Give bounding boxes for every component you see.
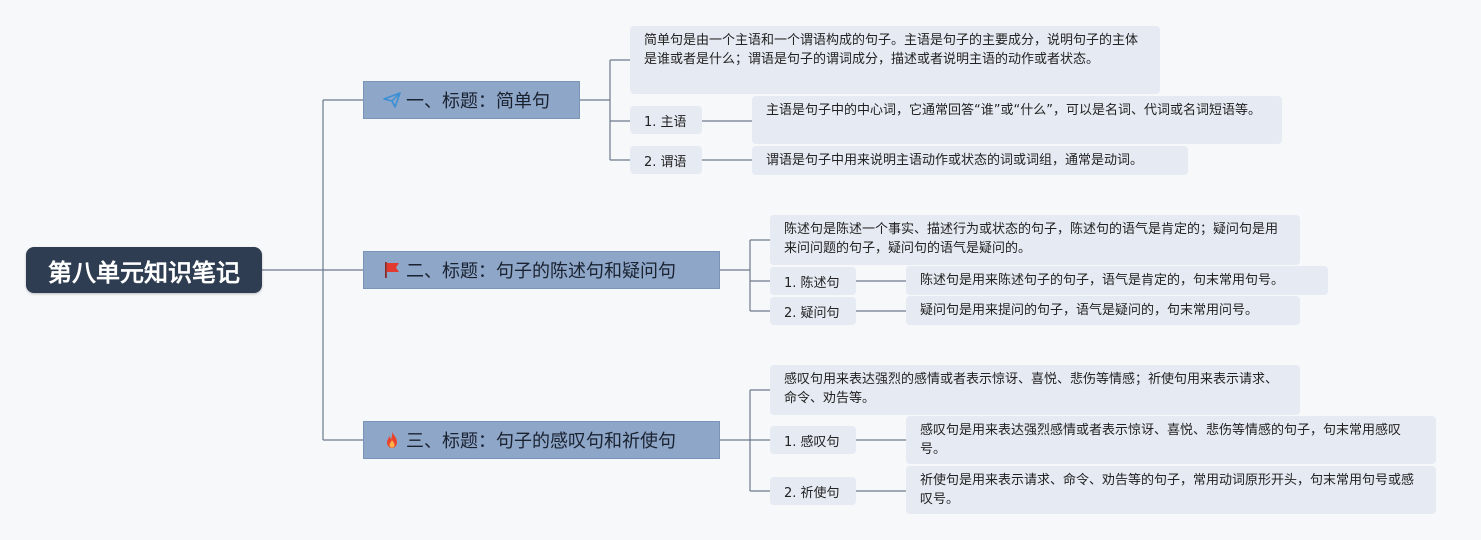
detail-text: 主语是句子中的中心词，它通常回答“谁”或“什么”，可以是名词、代词或名词短语等。	[766, 103, 1261, 118]
subtopic-text: 1. 主语	[644, 114, 687, 130]
branch-topic-exclamatory-imperative[interactable]: 三、标题：句子的感叹句和祈使句	[363, 421, 720, 459]
detail-note[interactable]: 主语是句子中的中心词，它通常回答“谁”或“什么”，可以是名词、代词或名词短语等。	[752, 96, 1282, 144]
root-title: 第八单元知识笔记	[48, 258, 240, 287]
subtopic-text: 2. 谓语	[644, 154, 687, 170]
subtopic-text: 2. 疑问句	[784, 305, 840, 321]
summary-text: 感叹句用来表达强烈的感情或者表示惊讶、喜悦、悲伤等情感；祈使句用来表示请求、命令…	[784, 372, 1279, 406]
subtopic-label[interactable]: 1. 陈述句	[770, 267, 856, 295]
branch-title: 三、标题：句子的感叹句和祈使句	[406, 431, 676, 452]
detail-text: 疑问句是用来提问的句子，语气是疑问的，句末常用问号。	[920, 303, 1259, 318]
paper-plane-icon	[382, 90, 402, 110]
detail-note[interactable]: 陈述句是用来陈述句子的句子，语气是肯定的，句末常用句号。	[906, 266, 1328, 295]
red-flag-icon	[382, 260, 402, 280]
summary-note[interactable]: 感叹句用来表达强烈的感情或者表示惊讶、喜悦、悲伤等情感；祈使句用来表示请求、命令…	[770, 365, 1300, 415]
detail-text: 祈使句是用来表示请求、命令、劝告等的句子，常用动词原形开头，句末常用句号或感叹号…	[920, 473, 1415, 507]
detail-note[interactable]: 感叹句是用来表达强烈感情或者表示惊讶、喜悦、悲伤等情感的句子，句末常用感叹号。	[906, 416, 1436, 464]
detail-note[interactable]: 疑问句是用来提问的句子，语气是疑问的，句末常用问号。	[906, 296, 1300, 325]
subtopic-label[interactable]: 1. 主语	[630, 106, 702, 134]
branch-title: 一、标题：简单句	[406, 91, 550, 112]
subtopic-text: 2. 祈使句	[784, 485, 840, 501]
summary-note[interactable]: 陈述句是陈述一个事实、描述行为或状态的句子，陈述句的语气是肯定的；疑问句是用来问…	[770, 215, 1300, 265]
detail-text: 谓语是句子中用来说明主语动作或状态的词或词组，通常是动词。	[766, 153, 1144, 168]
root-topic[interactable]: 第八单元知识笔记	[26, 247, 262, 293]
detail-note[interactable]: 祈使句是用来表示请求、命令、劝告等的句子，常用动词原形开头，句末常用句号或感叹号…	[906, 466, 1436, 514]
detail-note[interactable]: 谓语是句子中用来说明主语动作或状态的词或词组，通常是动词。	[752, 146, 1188, 175]
branch-title: 二、标题：句子的陈述句和疑问句	[406, 261, 676, 282]
branch-topic-declarative-interrogative[interactable]: 二、标题：句子的陈述句和疑问句	[363, 251, 720, 289]
summary-text: 简单句是由一个主语和一个谓语构成的句子。主语是句子的主要成分，说明句子的主体是谁…	[644, 33, 1139, 67]
detail-text: 陈述句是用来陈述句子的句子，语气是肯定的，句末常用句号。	[920, 273, 1285, 288]
fire-icon	[382, 430, 402, 450]
branch-topic-simple-sentence[interactable]: 一、标题：简单句	[363, 81, 580, 119]
subtopic-text: 1. 感叹句	[784, 434, 840, 450]
subtopic-label[interactable]: 2. 谓语	[630, 146, 702, 174]
subtopic-label[interactable]: 2. 疑问句	[770, 297, 856, 325]
subtopic-label[interactable]: 2. 祈使句	[770, 477, 856, 505]
subtopic-label[interactable]: 1. 感叹句	[770, 426, 856, 454]
summary-note[interactable]: 简单句是由一个主语和一个谓语构成的句子。主语是句子的主要成分，说明句子的主体是谁…	[630, 26, 1160, 94]
subtopic-text: 1. 陈述句	[784, 275, 840, 291]
detail-text: 感叹句是用来表达强烈感情或者表示惊讶、喜悦、悲伤等情感的句子，句末常用感叹号。	[920, 423, 1402, 457]
summary-text: 陈述句是陈述一个事实、描述行为或状态的句子，陈述句的语气是肯定的；疑问句是用来问…	[784, 222, 1279, 256]
